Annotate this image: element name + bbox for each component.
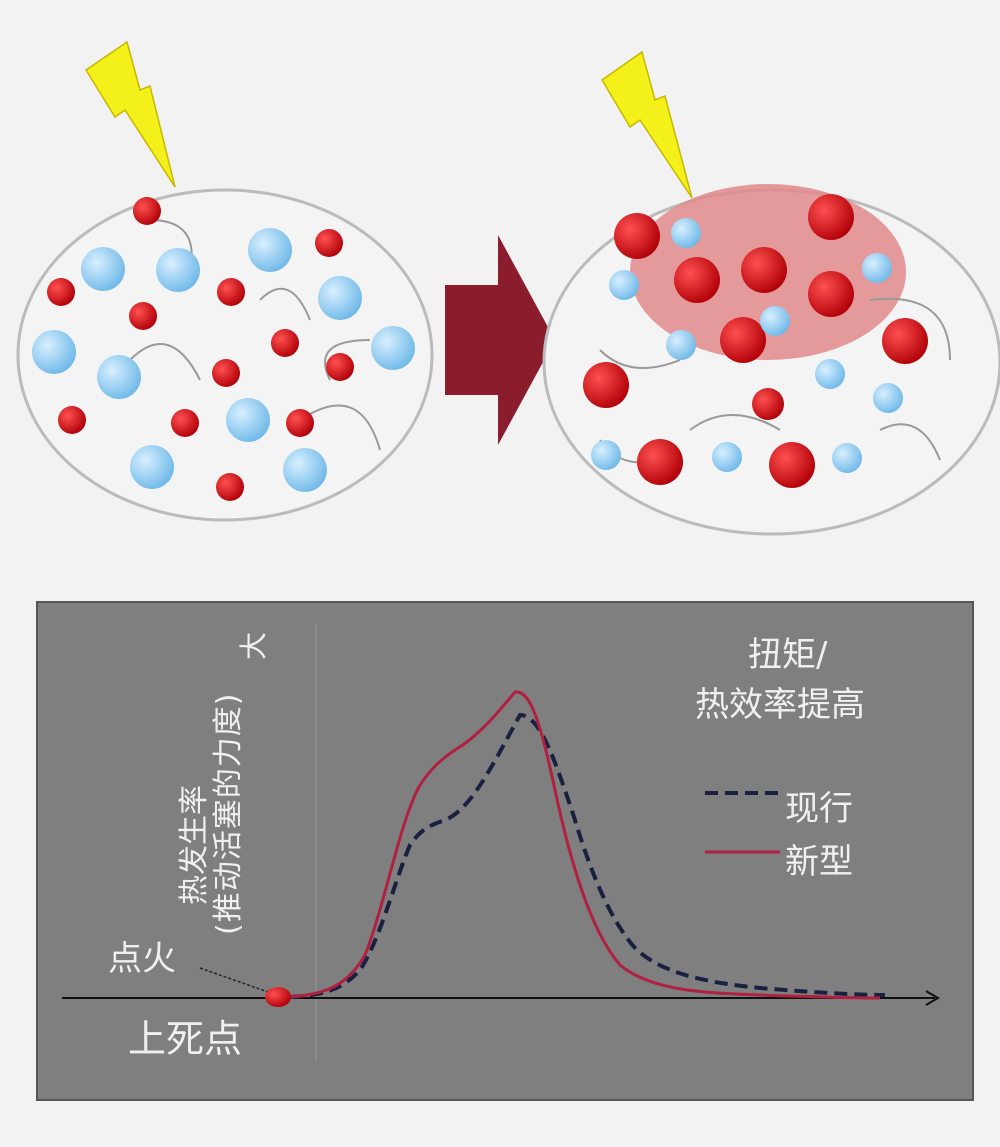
tdc-label: 上死点 <box>128 1017 243 1061</box>
y-axis-label-line1: 热发生率 <box>177 785 212 905</box>
y-axis-max-label: 大 <box>237 631 270 660</box>
transition-arrow-icon <box>445 235 555 445</box>
y-axis-label-line2: (推动活塞的力度) <box>211 692 246 935</box>
red-particles <box>47 197 354 501</box>
current-engine-curve <box>289 712 886 999</box>
lightning-bolt-icon <box>84 40 176 188</box>
annotation-line1: 扭矩/ <box>748 635 828 675</box>
new-engine-curve <box>289 690 881 1000</box>
blue-particles <box>32 228 415 492</box>
chamber-before <box>16 188 434 522</box>
ignition-pointer <box>199 967 269 993</box>
lightning-bolt-icon <box>600 50 693 199</box>
legend-current-label: 现行 <box>785 789 853 829</box>
red-particles-after <box>583 194 928 488</box>
blue-particles-after <box>591 218 903 473</box>
annotation-line2: 热效率提高 <box>695 685 865 725</box>
ignition-label: 点火 <box>108 939 176 979</box>
ignition-point <box>265 987 291 1007</box>
chart-panel <box>36 601 974 1101</box>
x-axis-arrowhead-icon <box>925 990 940 1006</box>
legend-new-label: 新型 <box>785 842 853 882</box>
